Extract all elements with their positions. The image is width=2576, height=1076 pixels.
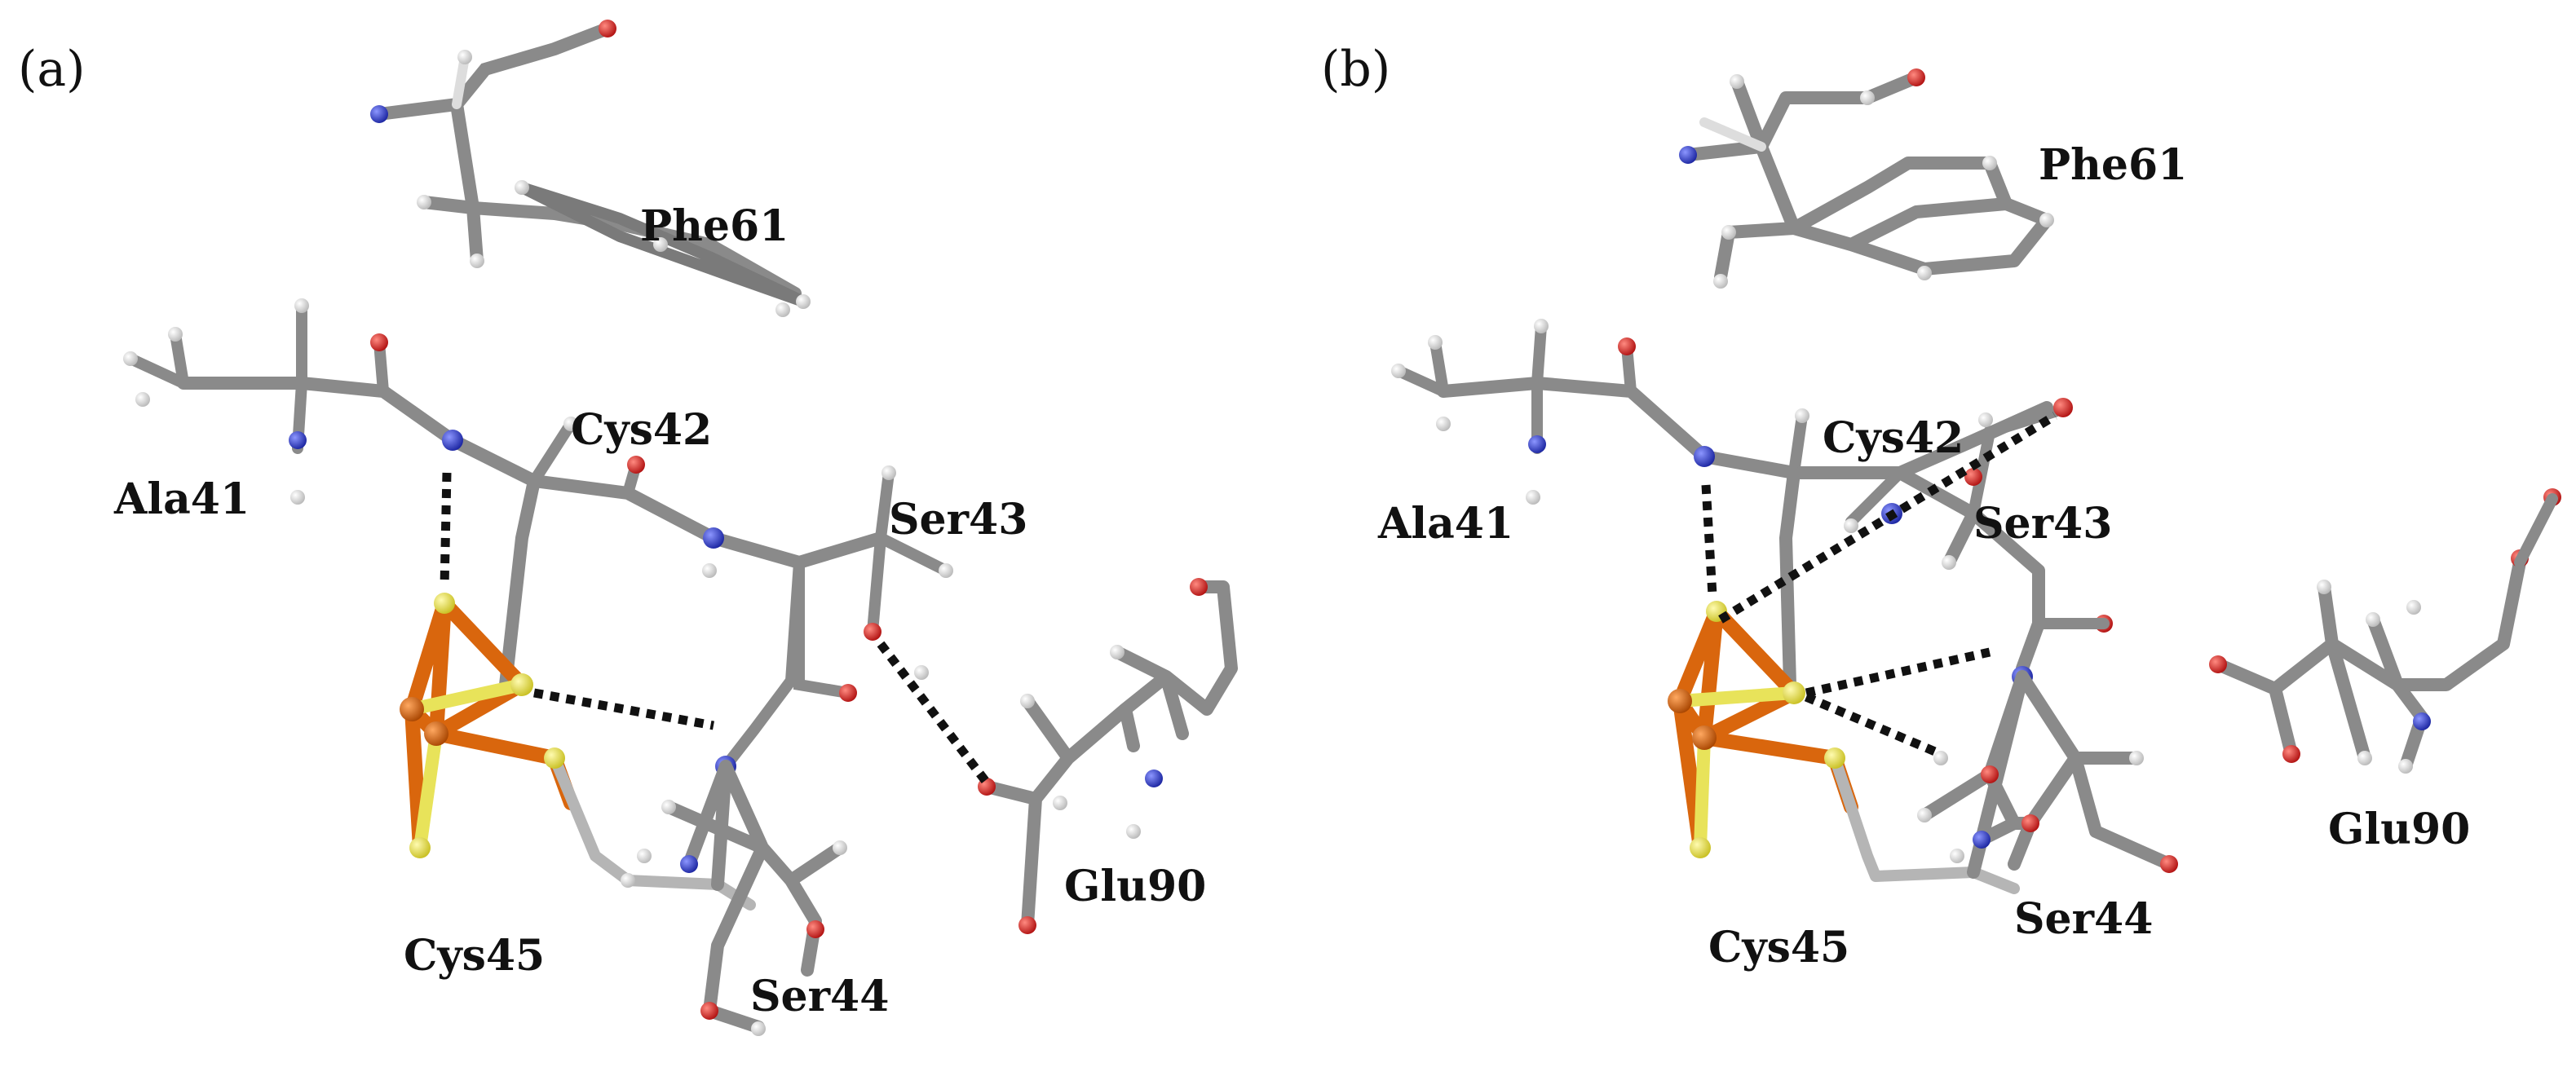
label-ala41-b: Ala41 [1377, 499, 1513, 549]
label-ser44-b: Ser44 [2014, 894, 2153, 944]
cys45-ser44-a [637, 760, 847, 1036]
label-ser43-a: Ser43 [889, 495, 1027, 545]
backbone-b [1391, 319, 2113, 691]
label-ala41-a: Ala41 [113, 474, 250, 524]
label-phe61-b: Phe61 [2039, 140, 2187, 190]
hydrogen-bonds-a [440, 472, 991, 786]
glu90-molecule-a [978, 578, 1238, 934]
label-glu90-b: Glu90 [2328, 805, 2470, 854]
label-cys45-a: Cys45 [404, 931, 545, 981]
panel-b: (b) Phe61 [1321, 41, 2561, 972]
label-ser43-b: Ser43 [1973, 499, 2112, 549]
label-cys45-b: Cys45 [1708, 923, 1849, 972]
iron-sulfur-cluster-a [400, 593, 756, 911]
iron-sulfur-cluster-b [1668, 601, 2020, 894]
panel-b-label: (b) [1321, 41, 1390, 98]
panel-a: (a) Phe61 [18, 20, 1238, 1036]
cys45-ser44-b [1917, 670, 2178, 879]
backbone-a [123, 298, 953, 777]
label-phe61-a: Phe61 [640, 201, 789, 251]
panel-a-label: (a) [18, 41, 86, 98]
label-glu90-a: Glu90 [1064, 862, 1206, 911]
phe61-molecule-b [1679, 68, 2054, 289]
hydrogen-bonds-b [1701, 412, 2057, 759]
phe61-molecule-a [370, 20, 811, 317]
label-cys42-b: Cys42 [1823, 413, 1964, 463]
glu90-molecule-b [2209, 488, 2561, 774]
label-cys42-a: Cys42 [571, 405, 712, 455]
label-ser44-a: Ser44 [750, 972, 889, 1021]
